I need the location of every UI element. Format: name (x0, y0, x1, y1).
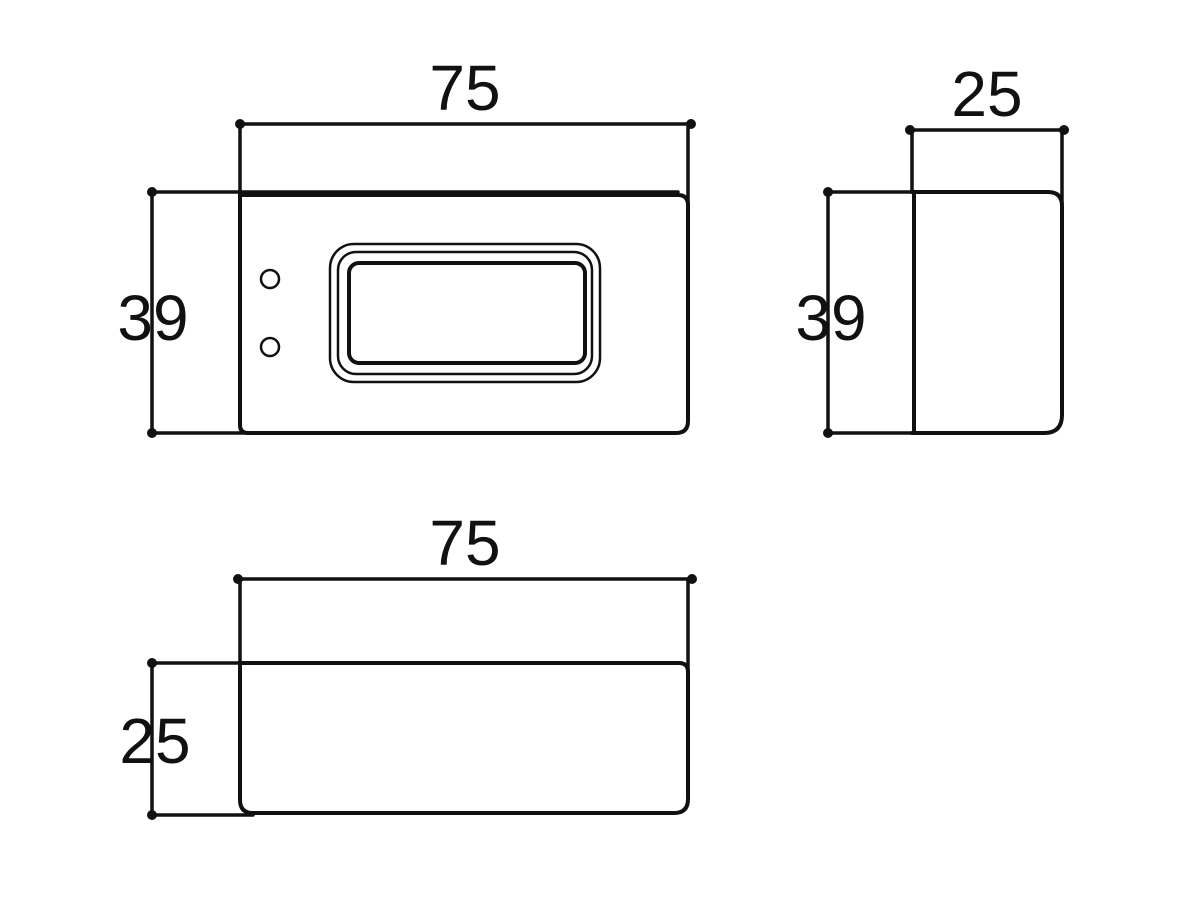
front-width-arrow-right (686, 119, 696, 129)
side-height-arrow-top (823, 187, 833, 197)
front-view-body-outline (238, 193, 690, 435)
indicator-led-bottom (259, 336, 281, 358)
top-width-arrow-right (687, 574, 697, 584)
front-width-dimension (235, 119, 696, 207)
top-height-arrow-bottom (147, 810, 157, 820)
front-height-arrow-top (147, 187, 157, 197)
front-width-arrow-left (235, 119, 245, 129)
top-height-arrow-top (147, 658, 157, 668)
side-view-body-outline (910, 190, 1064, 435)
front-width-label: 75 (429, 52, 500, 124)
display-screen (347, 261, 587, 365)
side-width-arrow-right (1059, 125, 1069, 135)
top-view-body-outline (238, 661, 690, 815)
side-height-dimension (823, 187, 916, 438)
top-view (147, 574, 697, 820)
top-width-dimension (233, 574, 697, 674)
front-height-arrow-bottom (147, 428, 157, 438)
display-bezel (328, 242, 602, 384)
side-height-label: 39 (795, 282, 866, 354)
side-width-dimension (905, 125, 1069, 208)
side-width-arrow-left (905, 125, 915, 135)
side-height-arrow-bottom (823, 428, 833, 438)
front-height-label: 39 (117, 282, 188, 354)
top-height-dimension (147, 658, 681, 820)
indicator-led-top (259, 268, 281, 290)
top-width-arrow-left (233, 574, 243, 584)
display-frame (336, 250, 594, 376)
top-width-label: 75 (429, 507, 500, 579)
side-view (823, 125, 1069, 438)
top-height-label: 25 (119, 705, 190, 777)
front-view (147, 119, 696, 438)
front-height-dimension (147, 187, 680, 438)
side-width-label: 25 (951, 58, 1022, 130)
